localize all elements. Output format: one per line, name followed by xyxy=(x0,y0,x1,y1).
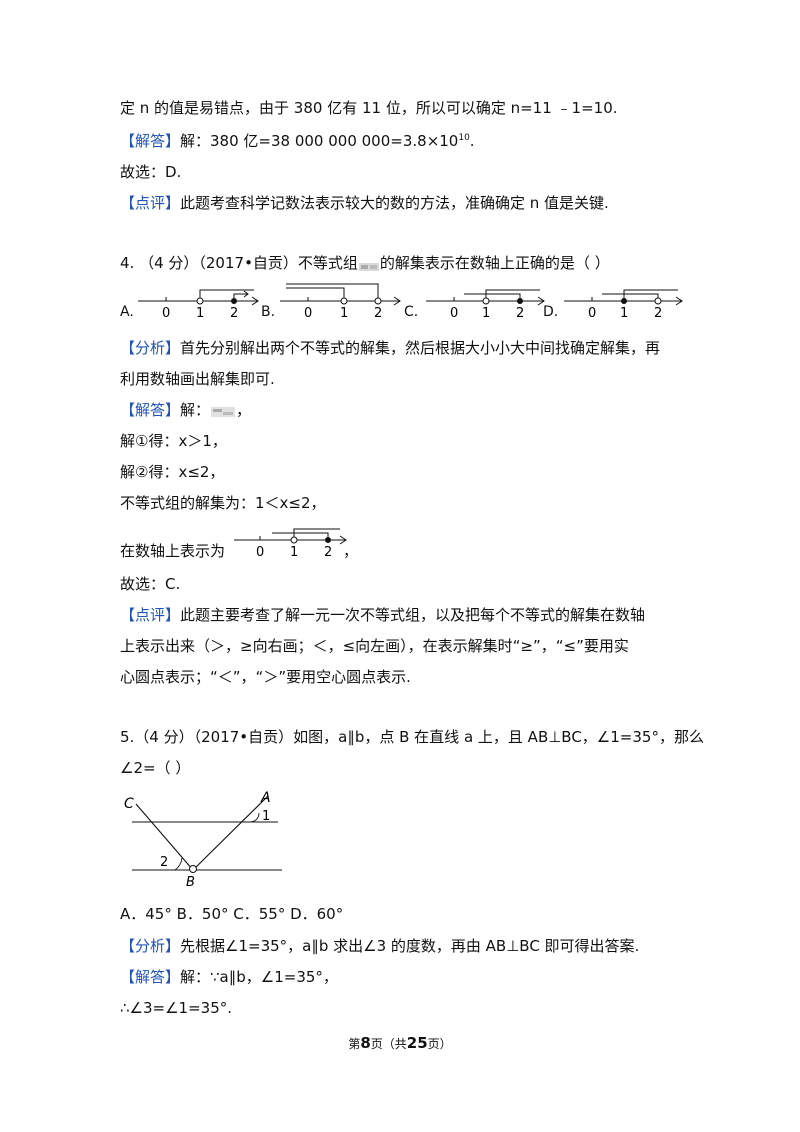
question-text: 的解集表示在数轴上正确的是（ ） xyxy=(379,254,610,272)
q4-answer: 【解答】解： ， xyxy=(120,401,252,419)
analysis-tag: 【分析】 xyxy=(120,339,181,357)
tick-label: 2 xyxy=(516,306,524,320)
answer-tag: 【解答】 xyxy=(120,132,181,150)
option-a-label: A. xyxy=(120,304,134,320)
tick-label: 1 xyxy=(482,306,490,320)
show-end: ， xyxy=(343,542,359,560)
tick-label: 1 xyxy=(196,306,204,320)
answer-text: 解：380 亿=38 000 000 000=3.8×10 xyxy=(180,132,459,150)
tick-label: 0 xyxy=(588,306,596,320)
tick-label: 1 xyxy=(620,306,628,320)
text-line: 定 n 的值是易错点，由于 380 亿有 11 位，所以可以确定 n=11 ﹣1… xyxy=(120,99,618,117)
q4-comment-cont: 心圆点表示；“＜”，“＞”要用空心圆点表示. xyxy=(120,668,411,686)
q5-question: 5.（4 分）（2017•自贡）如图，a∥b，点 B 在直线 a 上，且 AB⊥… xyxy=(120,728,704,746)
parallel-lines-figure: C A 1 2 B xyxy=(124,790,282,890)
option-b-number-line: 0 1 2 xyxy=(280,283,401,320)
option-d-number-line: 0 1 2 xyxy=(564,289,683,320)
question-text: 4. （4 分）（2017•自贡）不等式组 xyxy=(120,254,358,272)
answer-tag: 【解答】 xyxy=(120,968,181,986)
inequality-system-image xyxy=(210,404,236,418)
answer-tag: 【解答】 xyxy=(120,401,181,419)
q5-question-cont: ∠2=（ ） xyxy=(120,759,191,777)
q4-analysis: 【分析】首先分别解出两个不等式的解集，然后根据大小小大中间找确定解集，再 xyxy=(120,338,660,358)
q4-step1: 解①得：x＞1， xyxy=(120,432,227,450)
q5-step1: ∴∠3=∠1=35°. xyxy=(120,999,233,1017)
tick-label: 0 xyxy=(162,306,170,320)
q5-answer: 【解答】解：∵a∥b，∠1=35°， xyxy=(120,967,338,987)
analysis-tag: 【分析】 xyxy=(120,937,181,955)
label-c: C xyxy=(124,796,134,812)
q5-analysis: 【分析】先根据∠1=35°，a∥b 求出∠3 的度数，再由 AB⊥BC 即可得出… xyxy=(120,936,639,956)
analysis-text: 首先分别解出两个不等式的解集，然后根据大小小大中间找确定解集，再 xyxy=(180,339,661,357)
comment-text: 此题主要考查了解一元一次不等式组，以及把每个不等式的解集在数轴 xyxy=(180,606,646,624)
label-angle-2: 2 xyxy=(160,855,168,870)
option-c-label: C. xyxy=(404,304,419,320)
blurred-formula-icon xyxy=(211,406,236,417)
option-d-label: D. xyxy=(543,304,559,320)
q4-comment-cont: 上表示出来（＞，≥向右画；＜，≤向左画），在表示解集时“≥”，“≤”要用实 xyxy=(120,637,629,655)
label-a: A xyxy=(260,790,271,806)
blurred-formula-icon xyxy=(358,262,379,271)
option-c-number-line: 0 1 2 xyxy=(426,289,545,320)
q3-comment: 【点评】此题考查科学记数法表示较大的数的方法，准确确定 n 值是关键. xyxy=(120,193,609,213)
current-page: 8 xyxy=(360,1034,371,1052)
tick-label: 2 xyxy=(324,545,332,559)
tick-label: 0 xyxy=(304,306,312,320)
solution-number-line: 0 1 2 xyxy=(234,528,347,559)
q4-comment: 【点评】此题主要考查了解一元一次不等式组，以及把每个不等式的解集在数轴 xyxy=(120,605,645,625)
comment-text: 此题考查科学记数法表示较大的数的方法，准确确定 n 值是关键. xyxy=(180,194,609,212)
exponent: 10 xyxy=(458,133,470,143)
tick-label: 2 xyxy=(230,306,238,320)
page-footer: 第8页（共25页） xyxy=(348,1034,452,1052)
inequality-system-image xyxy=(358,258,380,271)
tick-label: 1 xyxy=(340,306,348,320)
total-pages: 25 xyxy=(406,1034,428,1052)
q4-choice: 故选：C. xyxy=(120,575,181,593)
analysis-text: 先根据∠1=35°，a∥b 求出∠3 的度数，再由 AB⊥BC 即可得出答案. xyxy=(180,937,640,955)
answer-text: 解： xyxy=(180,401,211,419)
option-a-number-line: 0 1 2 xyxy=(138,289,259,320)
answer-end: . xyxy=(469,132,475,150)
comment-tag: 【点评】 xyxy=(120,606,181,624)
q4-analysis-cont: 利用数轴画出解集即可. xyxy=(120,370,275,388)
q3-choice: 故选：D. xyxy=(120,163,182,181)
label-angle-1: 1 xyxy=(262,809,270,824)
show-text: 在数轴上表示为 xyxy=(120,542,226,560)
label-b: B xyxy=(186,875,195,890)
option-b-label: B. xyxy=(261,304,276,320)
tick-label: 0 xyxy=(256,545,264,559)
comment-tag: 【点评】 xyxy=(120,194,181,212)
q4-step2: 解②得：x≤2， xyxy=(120,463,225,481)
q5-options: A．45° B．50° C．55° D．60° xyxy=(120,905,344,923)
tick-label: 0 xyxy=(450,306,458,320)
tick-label: 1 xyxy=(290,545,298,559)
q3-answer: 【解答】解：380 亿=38 000 000 000=3.8×1010. xyxy=(120,131,475,151)
tick-label: 2 xyxy=(374,306,382,320)
q4-question: 4. （4 分）（2017•自贡）不等式组 的解集表示在数轴上正确的是（ ） xyxy=(120,253,610,273)
q4-solution: 不等式组的解集为：1＜x≤2， xyxy=(120,494,326,512)
answer-text: 解：∵a∥b，∠1=35°， xyxy=(180,968,338,986)
q4-show: 在数轴上表示为 ， xyxy=(120,541,358,561)
tick-label: 2 xyxy=(654,306,662,320)
